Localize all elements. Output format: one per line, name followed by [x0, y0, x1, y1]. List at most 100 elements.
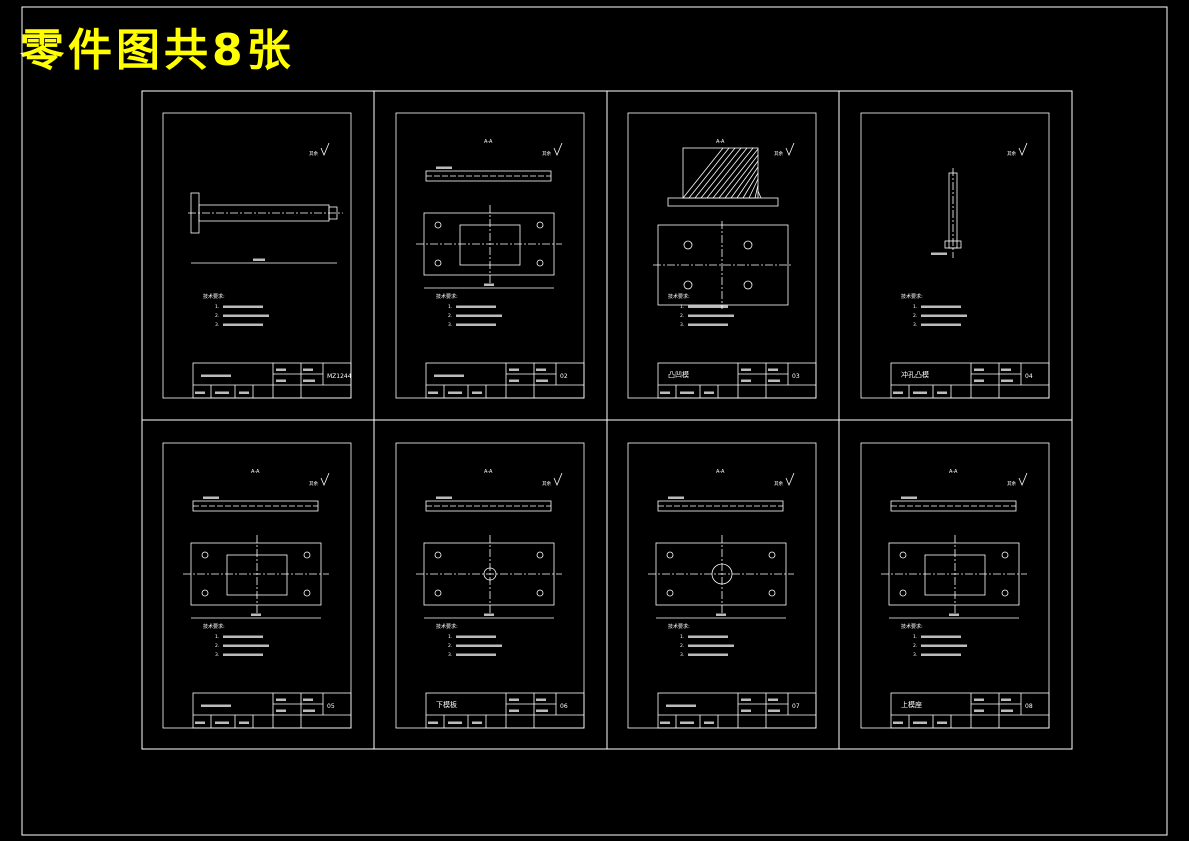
hole-circle — [666, 589, 674, 597]
roughness-icon — [785, 472, 795, 487]
note-text — [223, 653, 263, 656]
roughness-icon — [320, 142, 330, 157]
tiny-label — [680, 721, 694, 724]
title-block: 05 — [192, 692, 352, 729]
note-text — [688, 305, 728, 308]
tiny-label — [215, 391, 229, 394]
note-text — [921, 305, 961, 308]
part-name-placeholder — [666, 704, 696, 707]
note-text — [921, 323, 961, 326]
drawing-rect — [657, 362, 817, 399]
note-text — [456, 305, 496, 308]
tiny-label — [448, 391, 462, 394]
drawing-number: MZ1244 — [327, 373, 352, 380]
tiny-label — [472, 721, 482, 724]
drawing-rect — [192, 362, 352, 399]
note-number: 3. — [680, 322, 684, 328]
tiny-label — [536, 698, 546, 701]
hatch-line — [730, 160, 759, 199]
notes-title: 技术要求: — [436, 623, 458, 630]
note-number: 1. — [215, 634, 219, 640]
roughness-note: 其余 — [774, 480, 783, 487]
hole-circle — [666, 551, 674, 559]
base-flange — [667, 197, 779, 207]
window-cutout — [226, 554, 288, 596]
note-number: 1. — [680, 634, 684, 640]
section-label: A-A — [716, 139, 725, 145]
roughness-icon — [320, 472, 330, 487]
tiny-label — [768, 379, 780, 382]
tiny-label — [937, 391, 947, 394]
sheets-group: 其余MZ1244技术要求:1.2.3.其余02技术要求:1.2.3.A-A其余凸… — [162, 112, 1050, 729]
section-label: A-A — [484, 469, 493, 475]
note-number: 2. — [913, 313, 917, 319]
note-number: 2. — [913, 643, 917, 649]
drawing-number: 04 — [1025, 373, 1033, 380]
tiny-label — [741, 379, 751, 382]
tiny-label — [253, 258, 265, 261]
note-number: 2. — [215, 643, 219, 649]
tiny-label — [276, 379, 286, 382]
hole-circle — [1001, 551, 1009, 559]
hatch-line — [754, 184, 759, 199]
tiny-label — [303, 379, 315, 382]
tiny-label — [276, 709, 286, 712]
note-number: 3. — [448, 322, 452, 328]
tiny-label — [716, 613, 726, 616]
note-text — [688, 653, 728, 656]
hole-circle — [536, 551, 544, 559]
hole-circle — [899, 589, 907, 597]
roughness-icon — [553, 142, 563, 157]
tiny-label — [251, 613, 261, 616]
tiny-label — [741, 368, 751, 371]
roughness-note: 其余 — [542, 480, 551, 487]
note-number: 3. — [913, 322, 917, 328]
tiny-label — [974, 709, 984, 712]
note-number: 1. — [448, 304, 452, 310]
tiny-label — [484, 283, 494, 286]
drawing-number: 03 — [792, 373, 800, 380]
hole-circle — [303, 551, 311, 559]
part-name-placeholder — [201, 704, 231, 707]
tiny-label — [949, 613, 959, 616]
tiny-label — [509, 698, 519, 701]
hole-circle — [434, 221, 442, 229]
tiny-label — [536, 379, 548, 382]
tiny-label — [215, 721, 229, 724]
roughness-icon — [1018, 142, 1028, 157]
tiny-label — [931, 252, 947, 255]
section-label: A-A — [716, 469, 725, 475]
window-cutout — [459, 224, 521, 266]
hole-circle — [899, 551, 907, 559]
note-number: 2. — [680, 313, 684, 319]
title-block: 07 — [657, 692, 817, 729]
tiny-label — [1001, 698, 1011, 701]
hatch-line — [742, 172, 759, 199]
tiny-label — [741, 698, 751, 701]
title-block: 冲孔凸模 04 — [890, 362, 1050, 399]
hole-circle — [743, 280, 753, 290]
title-block: 02 — [425, 362, 585, 399]
note-text — [688, 323, 728, 326]
part-name-placeholder — [201, 374, 231, 377]
tiny-label — [1001, 709, 1013, 712]
note-number: 2. — [215, 313, 219, 319]
hole-circle — [683, 280, 693, 290]
tiny-label — [768, 709, 780, 712]
part-name: 冲孔凸模 — [901, 370, 929, 379]
tiny-label — [509, 379, 519, 382]
hatch-line — [736, 166, 759, 199]
tiny-label — [303, 698, 313, 701]
hatch-line — [688, 147, 730, 199]
tiny-label — [303, 368, 313, 371]
drawing-number: 07 — [792, 703, 800, 710]
note-number: 3. — [215, 652, 219, 658]
hatch-line — [712, 147, 754, 199]
hole-circle — [768, 551, 776, 559]
notes-title: 技术要求: — [436, 293, 458, 300]
tiny-label — [276, 698, 286, 701]
tiny-label — [901, 496, 917, 499]
roughness-icon — [785, 142, 795, 157]
